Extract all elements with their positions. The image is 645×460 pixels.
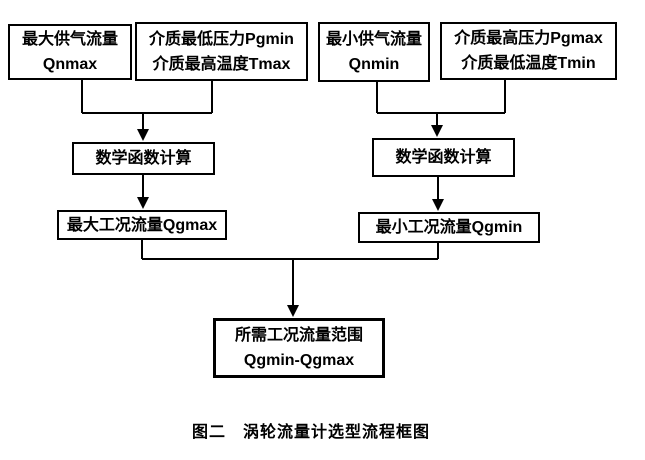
node-label: 最小工况流量Qgmin	[375, 219, 523, 236]
node-label: Qnmax	[42, 56, 98, 73]
node-min-supply-flow: 最小供气流量 Qnmin	[318, 22, 430, 82]
node-required-flow-range: 所需工况流量范围 Qgmin-Qgmax	[213, 318, 385, 378]
arrowhead-icon	[137, 129, 149, 141]
arrowhead-icon	[137, 197, 149, 209]
arrowhead-icon	[431, 125, 443, 137]
arrow-calc-left-to-qgmax	[137, 175, 149, 209]
merge-right-top	[376, 80, 506, 137]
node-max-pressure-min-temp: 介质最高压力Pgmax 介质最低温度Tmin	[440, 22, 617, 80]
arrow-calc-right-to-qgmin	[432, 177, 444, 211]
node-label: 数学函数计算	[395, 149, 492, 166]
node-min-pressure-max-temp: 介质最低压力Pgmin 介质最高温度Tmax	[135, 22, 308, 81]
node-label: 所需工况流量范围	[234, 327, 363, 344]
node-label: 数学函数计算	[95, 150, 192, 167]
node-max-working-flow: 最大工况流量Qgmax	[57, 210, 227, 240]
node-label: 介质最低压力Pgmin	[149, 30, 294, 48]
arrowhead-icon	[432, 199, 444, 211]
node-math-calc-right: 数学函数计算	[372, 138, 515, 177]
node-max-supply-flow: 最大供气流量 Qnmax	[8, 24, 132, 80]
node-label: 介质最高温度Tmax	[152, 55, 291, 73]
arrowhead-icon	[287, 305, 299, 317]
merge-left-top	[81, 80, 213, 141]
node-math-calc-left: 数学函数计算	[72, 142, 215, 175]
node-label: 介质最低温度Tmin	[461, 55, 596, 72]
node-label: Qgmin-Qgmax	[243, 352, 355, 369]
node-label: 最大供气流量	[21, 31, 118, 48]
node-label: 最大工况流量Qgmax	[66, 216, 218, 234]
figure-caption: 图二 涡轮流量计选型流程框图	[191, 424, 430, 441]
node-label: 最小供气流量	[325, 31, 422, 48]
node-label: 介质最高压力Pgmax	[454, 30, 603, 47]
node-label: Qnmin	[348, 56, 400, 73]
merge-bottom	[141, 240, 439, 317]
node-min-working-flow: 最小工况流量Qgmin	[358, 212, 540, 243]
